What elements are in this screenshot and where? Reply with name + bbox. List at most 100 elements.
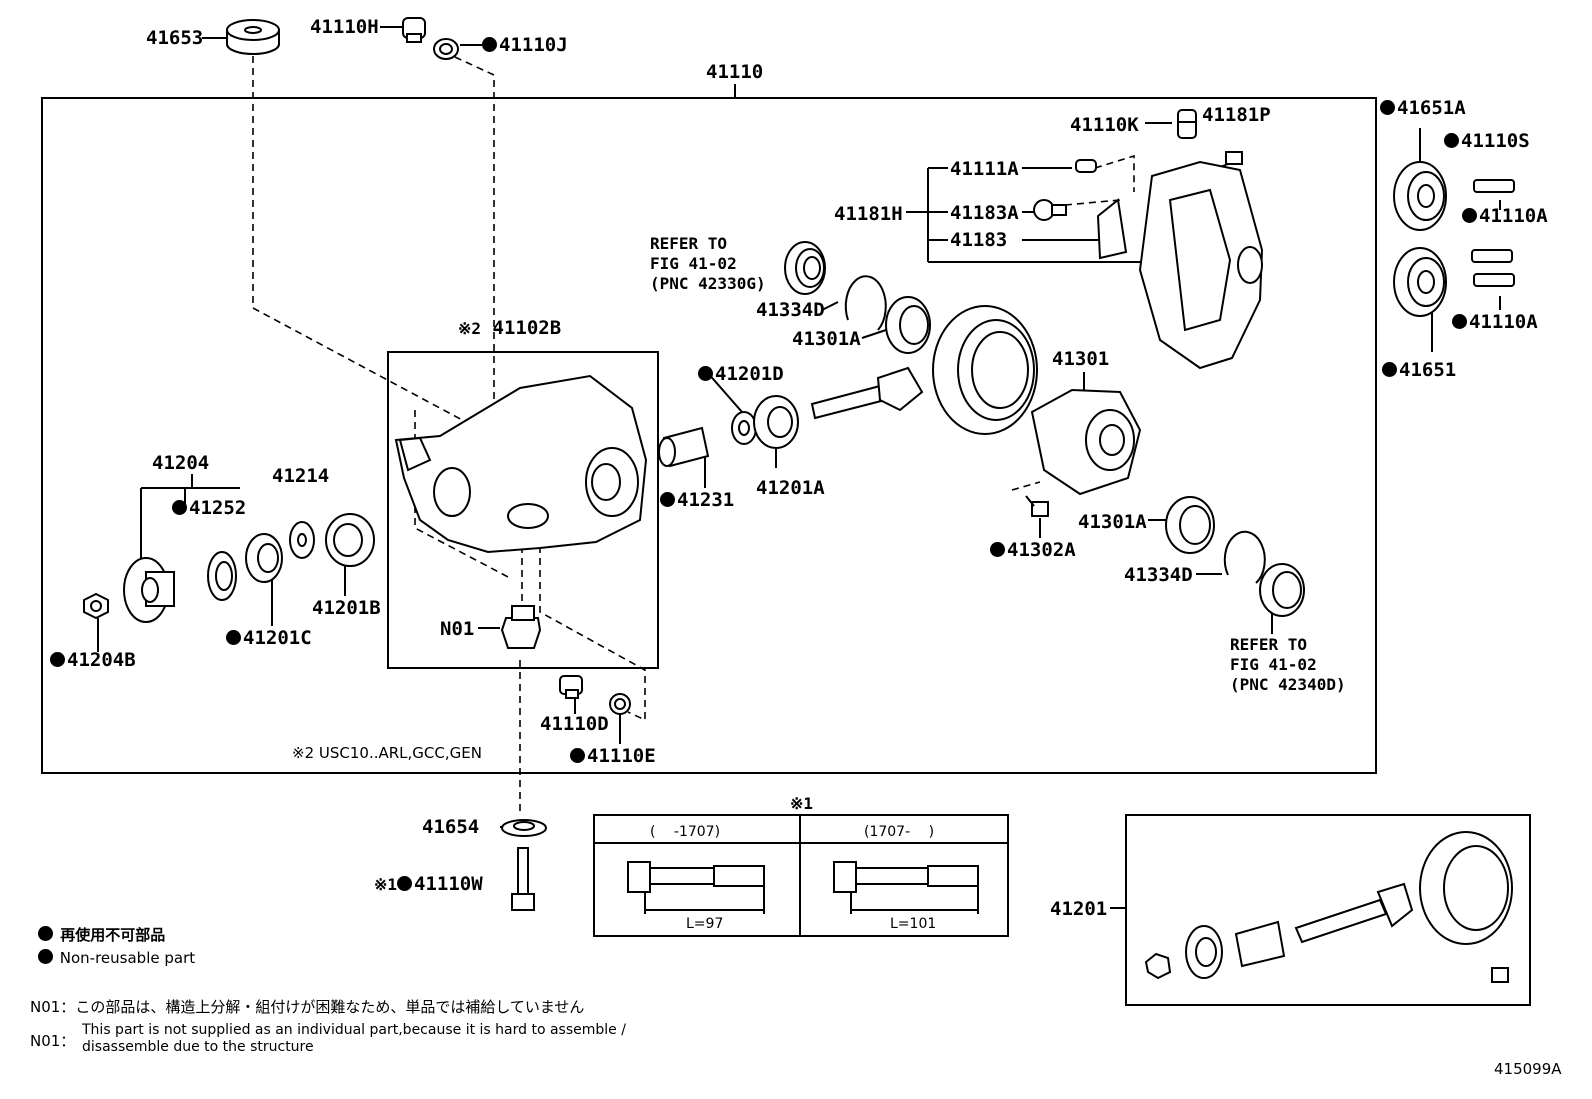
part-41111A: [1075, 159, 1097, 173]
label-41201[interactable]: 41201: [1050, 898, 1108, 920]
carrier-subframe: [387, 351, 659, 669]
legend-ja: 再使用不可部品: [38, 924, 165, 945]
label-41110A-1[interactable]: 41110A: [1462, 206, 1548, 226]
label-41201D[interactable]: 41201D: [698, 364, 784, 384]
part-41110A-2: [1473, 273, 1515, 287]
part-oil-seal-bottom: [1259, 563, 1305, 617]
part-41110J: [433, 38, 459, 60]
label-41110J[interactable]: 41110J: [482, 35, 568, 55]
label-41110S[interactable]: 41110S: [1444, 131, 1530, 151]
label-41204[interactable]: 41204: [152, 452, 210, 474]
label-41201C[interactable]: 41201C: [226, 628, 312, 648]
legend-ja-text: 再使用不可部品: [60, 926, 166, 944]
label-41201D-text: 41201D: [715, 363, 784, 385]
label-41201B[interactable]: 41201B: [312, 597, 381, 619]
label-41110J-text: 41110J: [499, 34, 568, 56]
label-41214[interactable]: 41214: [272, 465, 330, 487]
label-41651A[interactable]: 41651A: [1380, 98, 1466, 118]
label-41302A[interactable]: 41302A: [990, 540, 1076, 560]
part-41334D-bottom: [1223, 530, 1266, 584]
part-41201B: [325, 513, 375, 567]
bolt-table-col2-header: (1707- ): [864, 824, 935, 840]
label-41653[interactable]: 41653: [146, 27, 204, 49]
part-drive-pinion: [810, 366, 924, 420]
label-41231[interactable]: 41231: [660, 490, 734, 510]
legend-dot: [38, 926, 53, 941]
non-reusable-dot: [50, 652, 65, 667]
part-41252: [207, 551, 237, 601]
label-41334D-2[interactable]: 41334D: [1124, 564, 1193, 586]
part-41301A-top: [885, 296, 931, 354]
label-41301A-2[interactable]: 41301A: [1078, 511, 1147, 533]
label-41111A[interactable]: 41111A: [950, 158, 1019, 180]
part-41301A-bottom: [1165, 496, 1215, 554]
label-41110E-text: 41110E: [587, 745, 656, 767]
mark2-symbol: ※2: [458, 319, 482, 338]
label-41110K[interactable]: 41110K: [1070, 114, 1139, 136]
part-41301-diff-case: [1030, 388, 1142, 496]
part-41183: [1096, 198, 1128, 260]
part-41110D: [559, 675, 583, 699]
label-41110S-text: 41110S: [1461, 130, 1530, 152]
label-41302A-text: 41302A: [1007, 539, 1076, 561]
label-41110[interactable]: 41110: [706, 61, 764, 83]
non-reusable-dot: [1462, 208, 1477, 223]
n01-note-ja: N01：この部品は、構造上分解・組付けが困難なため、単品では補給していません: [30, 996, 584, 1017]
part-41302A: [1025, 495, 1049, 517]
label-41204B[interactable]: 41204B: [50, 650, 136, 670]
legend-en-text: Non-reusable part: [59, 949, 196, 967]
part-41204B: [83, 592, 109, 620]
part-41653: [226, 19, 280, 55]
part-41651A: [1393, 161, 1447, 231]
part-41654: [501, 819, 547, 837]
label-41334D-1[interactable]: 41334D: [756, 299, 825, 321]
part-41183A: [1033, 199, 1067, 221]
part-41110A-1: [1471, 249, 1513, 263]
non-reusable-dot: [570, 748, 585, 763]
label-41102B[interactable]: ※2 41102B: [458, 318, 561, 339]
label-41301[interactable]: 41301: [1052, 348, 1110, 370]
label-41181H[interactable]: 41181H: [834, 203, 903, 225]
label-41110A-text: 41110A: [1469, 311, 1538, 333]
label-41110D[interactable]: 41110D: [540, 713, 609, 735]
label-41102B-text: 41102B: [492, 317, 562, 339]
label-41201C-text: 41201C: [243, 627, 312, 649]
non-reusable-dot: [1444, 133, 1459, 148]
part-41110K: [1177, 109, 1197, 139]
refer-note-bottom: REFER TO FIG 41-02 (PNC 42340D): [1230, 635, 1346, 694]
non-reusable-dot: [397, 876, 413, 891]
part-N01: [500, 605, 542, 649]
label-N01[interactable]: N01: [440, 618, 475, 640]
bolt-length-2: L=101: [890, 916, 937, 932]
main-assembly-frame: [41, 97, 1377, 774]
part-41110H: [402, 17, 426, 43]
bolt-drawing-2: [833, 861, 979, 914]
label-41110H[interactable]: 41110H: [310, 16, 379, 38]
label-41252[interactable]: 41252: [172, 498, 246, 518]
non-reusable-dot: [172, 500, 187, 515]
label-41181P[interactable]: 41181P: [1202, 104, 1271, 126]
non-reusable-dot: [482, 37, 497, 52]
non-reusable-dot: [1382, 362, 1397, 377]
part-41110S: [1473, 179, 1515, 193]
label-41110A-text: 41110A: [1479, 205, 1548, 227]
label-41183[interactable]: 41183: [950, 229, 1008, 251]
legend-en: Non-reusable part: [38, 949, 195, 967]
legend-dot: [38, 949, 53, 964]
label-41110W-text: 41110W: [414, 873, 483, 895]
label-41110E[interactable]: 41110E: [570, 746, 656, 766]
label-41651[interactable]: 41651: [1382, 360, 1456, 380]
label-41110A-2[interactable]: 41110A: [1452, 312, 1538, 332]
part-41204: [123, 557, 175, 623]
n01-note-en-line2: disassemble due to the structure: [82, 1039, 314, 1055]
bolt-table-mark1: ※1: [790, 794, 814, 813]
kit-frame: [1125, 814, 1531, 1006]
n01-note-en-line1: This part is not supplied as an individu…: [82, 1022, 626, 1038]
label-41301A-1[interactable]: 41301A: [792, 328, 861, 350]
non-reusable-dot: [1452, 314, 1467, 329]
label-41201A[interactable]: 41201A: [756, 477, 825, 499]
label-41183A[interactable]: 41183A: [950, 202, 1019, 224]
label-41654[interactable]: 41654: [422, 816, 480, 838]
